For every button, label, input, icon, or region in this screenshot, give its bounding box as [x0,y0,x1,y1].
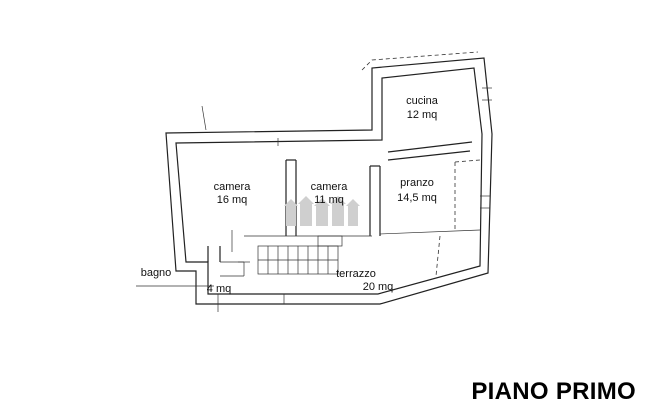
room-area: 11 mq [314,194,344,206]
room-name: cucina [406,95,439,107]
room-area: 14,5 mq [397,192,437,204]
interior-walls [207,141,481,277]
room-cucina: cucina 12 mq [406,95,439,121]
room-area: 16 mq [217,194,248,206]
room-name: camera [311,181,349,193]
room-name: terrazzo [336,268,376,280]
room-name: bagno [141,267,172,279]
room-camera-2: camera 11 mq [311,181,349,206]
room-name: pranzo [400,177,434,189]
watermark-logo [284,196,360,226]
staircase [257,235,343,275]
room-camera-1: camera 16 mq [214,181,252,206]
dashed-outlines [361,51,481,277]
room-bagno: bagno 4 mq [141,267,232,295]
room-pranzo: pranzo 14,5 mq [397,177,437,204]
room-area: 4 mq [207,283,231,295]
openings [217,87,492,312]
outer-walls [165,57,493,305]
room-name: camera [214,181,252,193]
page-title: PIANO PRIMO [471,378,636,405]
room-terrazzo: terrazzo 20 mq [336,268,393,293]
room-area: 20 mq [363,281,394,293]
room-area: 12 mq [407,109,438,121]
reference-lines [136,105,214,287]
